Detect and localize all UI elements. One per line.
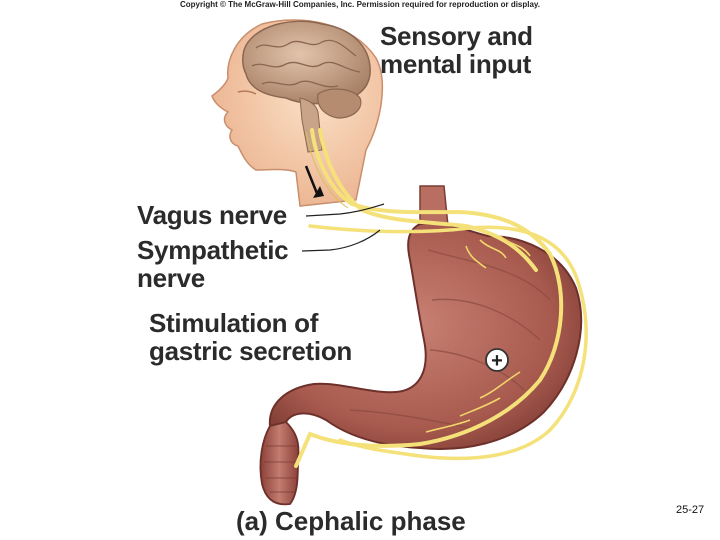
slide-number: 25-27 (676, 504, 705, 516)
sensory-input-line1: Sensory and (380, 21, 533, 51)
stimulation-line2: gastric secretion (149, 336, 352, 366)
vagus-nerve (294, 128, 564, 468)
eye-line (237, 90, 257, 95)
brain-gyri (251, 39, 361, 88)
vagus-nerve-label: Vagus nerve (137, 200, 287, 230)
stimulation-label: Stimulation of gastric secretion (149, 309, 352, 365)
stimulation-plus-circle (485, 348, 509, 372)
sympathetic-nerve-label: Sympathetic nerve (137, 235, 289, 293)
stimulation-line1: Stimulation of (149, 308, 319, 338)
descending-arrow-icon (304, 165, 320, 197)
cerebellum (317, 88, 362, 119)
brainstem (299, 97, 323, 153)
nerve-outlines (305, 131, 349, 209)
copyright-notice: Copyright © The McGraw-Hill Companies, I… (179, 0, 541, 9)
sympathetic-nerve (308, 224, 588, 461)
stomach (268, 222, 583, 450)
sympathetic-line2: nerve (137, 263, 205, 293)
gastric-folds (349, 249, 551, 429)
duodenum (259, 421, 300, 506)
intestine-rings (264, 445, 298, 493)
sensory-input-line2: mental input (380, 49, 531, 79)
sensory-input-label: Sensory and mental input (380, 22, 533, 78)
vagus-leader-line (305, 203, 385, 217)
plus-sign-icon: + (491, 350, 503, 372)
sympathetic-line1: Sympathetic (137, 235, 289, 265)
sympathetic-leader-line (301, 229, 381, 252)
nerve-branches (425, 235, 531, 433)
figure-caption: (a) Cephalic phase (236, 506, 466, 536)
arrow-head-icon (313, 186, 324, 198)
